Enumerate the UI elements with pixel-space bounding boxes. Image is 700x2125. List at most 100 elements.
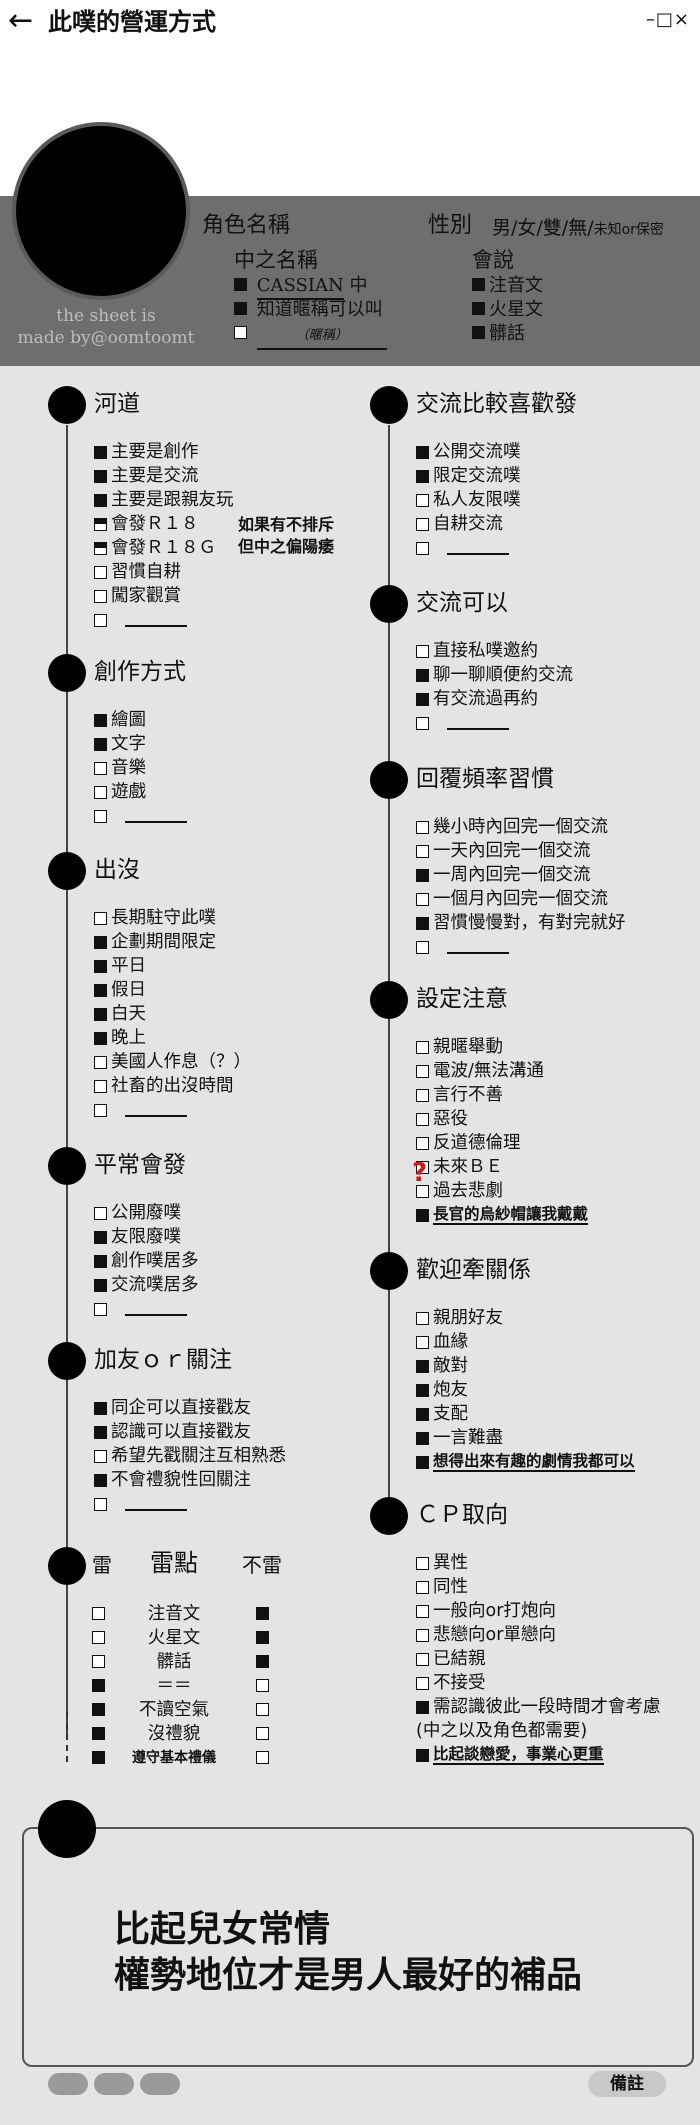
footer-tab-3[interactable] (140, 2073, 180, 2095)
option-item[interactable]: 有交流過再約 (416, 687, 573, 711)
option-item[interactable]: (中之以及角色都需要) (416, 1719, 661, 1743)
not-mine-checkbox-icon[interactable] (256, 1631, 269, 1644)
option-item[interactable]: 過去悲劇 (416, 1179, 588, 1203)
not-mine-checkbox-icon[interactable] (256, 1703, 269, 1716)
lang-item-2[interactable]: 火星文 (472, 298, 543, 322)
option-item[interactable]: 習慣慢慢對，有對完就好 (416, 911, 626, 935)
lang-item-3[interactable]: 髒話 (472, 322, 525, 346)
zh-name-item-2[interactable]: 知道暱稱可以叫 (234, 298, 383, 322)
option-item[interactable]: 同性 (416, 1575, 661, 1599)
option-item[interactable]: 一天內回完一個交流 (416, 839, 626, 863)
window-controls[interactable]: –□× (645, 9, 690, 30)
option-item[interactable]: 自耕交流 (416, 512, 521, 536)
option-item[interactable]: 想得出來有趣的劇情我都可以 (416, 1450, 635, 1474)
footer-tab-2[interactable] (94, 2073, 134, 2095)
not-mine-checkbox-icon[interactable] (256, 1607, 269, 1620)
option-item[interactable]: 比起談戀愛，事業心更重 (416, 1743, 661, 1767)
zh-name-item-3[interactable]: （暱稱） (234, 322, 387, 350)
option-item[interactable]: 遊戲 (94, 780, 187, 804)
option-item[interactable]: 認識可以直接戳友 (94, 1420, 286, 1444)
mine-checkbox-icon[interactable] (92, 1679, 105, 1692)
option-item[interactable]: 電波/無法溝通 (416, 1059, 588, 1083)
not-mine-checkbox-icon[interactable] (256, 1751, 269, 1764)
option-item[interactable]: 直接私噗邀約 (416, 639, 573, 663)
option-item[interactable]: 社畜的出沒時間 (94, 1074, 251, 1098)
mine-checkbox-icon[interactable] (92, 1655, 105, 1668)
option-item[interactable]: 不接受 (416, 1671, 661, 1695)
option-item[interactable]: 已結親 (416, 1647, 661, 1671)
option-item[interactable]: 長期駐守此噗 (94, 906, 251, 930)
memo-button[interactable]: 備註 (588, 2071, 666, 2097)
option-item[interactable]: 同企可以直接戳友 (94, 1396, 286, 1420)
not-mine-checkbox-icon[interactable] (256, 1679, 269, 1692)
option-item[interactable]: 反道德倫理 (416, 1131, 588, 1155)
gender-options[interactable]: 男/女/雙/無/未知or保密 (492, 216, 664, 242)
option-item[interactable]: 白天 (94, 1002, 251, 1026)
option-item[interactable] (94, 608, 234, 632)
option-item[interactable] (94, 1098, 251, 1122)
option-item[interactable]: 炮友 (416, 1378, 635, 1402)
not-mine-checkbox-icon[interactable] (256, 1727, 269, 1740)
mine-checkbox-icon[interactable] (92, 1751, 105, 1764)
mine-checkbox-icon[interactable] (92, 1703, 105, 1716)
option-item[interactable] (416, 935, 626, 959)
option-item[interactable]: 晚上 (94, 1026, 251, 1050)
option-item[interactable]: 美國人作息（？） (94, 1050, 251, 1074)
option-item[interactable]: 友限廢噗 (94, 1225, 199, 1249)
option-item[interactable] (94, 1492, 286, 1516)
option-item[interactable]: 主要是交流 (94, 464, 234, 488)
option-item[interactable]: 言行不善 (416, 1083, 588, 1107)
option-item[interactable]: 公開交流噗 (416, 440, 521, 464)
option-item[interactable]: 幾小時內回完一個交流 (416, 815, 626, 839)
mine-checkbox-icon[interactable] (92, 1631, 105, 1644)
option-item[interactable]: 支配 (416, 1402, 635, 1426)
option-item[interactable]: 會發Ｒ１８Ｇ (94, 536, 234, 560)
blank-fill-line[interactable] (447, 541, 509, 555)
option-item[interactable]: 惡役 (416, 1107, 588, 1131)
option-item[interactable]: 假日 (94, 978, 251, 1002)
blank-fill-line[interactable] (125, 1497, 187, 1511)
option-item[interactable]: 會發Ｒ１８ (94, 512, 234, 536)
option-item[interactable]: 需認識彼此一段時間才會考慮 (416, 1695, 661, 1719)
option-item[interactable]: 異性 (416, 1551, 661, 1575)
option-item[interactable]: 限定交流噗 (416, 464, 521, 488)
mine-checkbox-icon[interactable] (92, 1727, 105, 1740)
option-item[interactable]: 悲戀向or單戀向 (416, 1623, 661, 1647)
option-item[interactable]: 一周內回完一個交流 (416, 863, 626, 887)
footer-tab-1[interactable] (48, 2073, 88, 2095)
not-mine-checkbox-icon[interactable] (256, 1655, 269, 1668)
option-item[interactable]: 一個月內回完一個交流 (416, 887, 626, 911)
option-item[interactable]: 主要是跟親友玩 (94, 488, 234, 512)
option-item[interactable] (94, 804, 187, 828)
option-item[interactable]: 主要是創作 (94, 440, 234, 464)
blank-fill-line[interactable] (125, 809, 187, 823)
option-item[interactable]: 聊一聊順便約交流 (416, 663, 573, 687)
blank-fill-line[interactable] (447, 940, 509, 954)
option-item[interactable]: 公開廢噗 (94, 1201, 199, 1225)
blank-fill-line[interactable] (125, 1302, 187, 1316)
option-item[interactable]: 血緣 (416, 1330, 635, 1354)
option-item[interactable]: 不會禮貌性回關注 (94, 1468, 286, 1492)
option-item[interactable]: 創作噗居多 (94, 1249, 199, 1273)
option-item[interactable]: 平日 (94, 954, 251, 978)
option-item[interactable]: 長官的烏紗帽讓我戴戴 (416, 1203, 589, 1227)
option-item[interactable] (416, 711, 573, 735)
blank-fill-line[interactable] (125, 613, 187, 627)
option-item[interactable]: 敵對 (416, 1354, 635, 1378)
option-item[interactable]: 習慣自耕 (94, 560, 234, 584)
option-item[interactable] (94, 1297, 199, 1321)
option-item[interactable] (416, 536, 521, 560)
option-item[interactable]: 企劃期間限定 (94, 930, 251, 954)
lang-item-1[interactable]: 注音文 (472, 274, 543, 298)
option-item[interactable]: 繪圖 (94, 708, 187, 732)
avatar[interactable] (12, 122, 190, 300)
option-item[interactable]: 親暱舉動 (416, 1035, 588, 1059)
mine-checkbox-icon[interactable] (92, 1607, 105, 1620)
option-item[interactable]: 一言難盡 (416, 1426, 635, 1450)
option-item[interactable]: 親朋好友 (416, 1306, 635, 1330)
nickname-field[interactable]: （暱稱） (256, 324, 387, 350)
option-item[interactable]: 闖家觀賞 (94, 584, 234, 608)
option-item[interactable]: 交流噗居多 (94, 1273, 199, 1297)
option-item[interactable]: 私人友限噗 (416, 488, 521, 512)
option-item[interactable]: 音樂 (94, 756, 187, 780)
